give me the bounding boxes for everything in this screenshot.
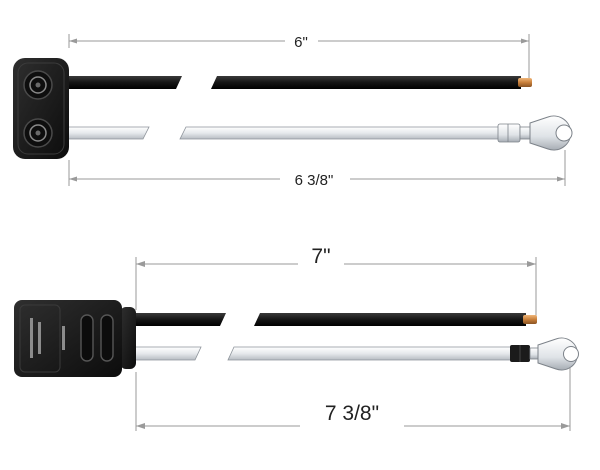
white-wire-top	[65, 115, 573, 151]
diagram-bottom: 7"	[14, 245, 579, 431]
dimension-6-3-8in	[68, 150, 566, 186]
copper-tip	[518, 78, 532, 87]
connector-markings	[30, 318, 65, 358]
dimension-label-6in: 6"	[294, 34, 308, 51]
diagram-top: 6"	[13, 34, 573, 189]
dimension-label-6-3-8in: 6 3/8"	[295, 172, 334, 189]
crimp-barrel	[497, 123, 521, 143]
copper-tip	[523, 315, 537, 324]
socket-1	[23, 70, 53, 100]
connector-top	[13, 58, 69, 159]
dimension-6in	[68, 34, 530, 80]
pin-slots	[80, 314, 114, 362]
dimension-label-7-3-8in: 7 3/8"	[325, 402, 379, 425]
dimension-7in	[135, 257, 537, 316]
black-wire-top	[66, 76, 532, 89]
dimension-7-3-8in	[135, 368, 571, 431]
connector-bottom	[14, 300, 136, 377]
black-wire-bottom	[132, 313, 537, 326]
socket-2	[23, 118, 53, 148]
dimension-label-7in: 7"	[311, 245, 330, 268]
white-wire-bottom	[131, 337, 579, 371]
